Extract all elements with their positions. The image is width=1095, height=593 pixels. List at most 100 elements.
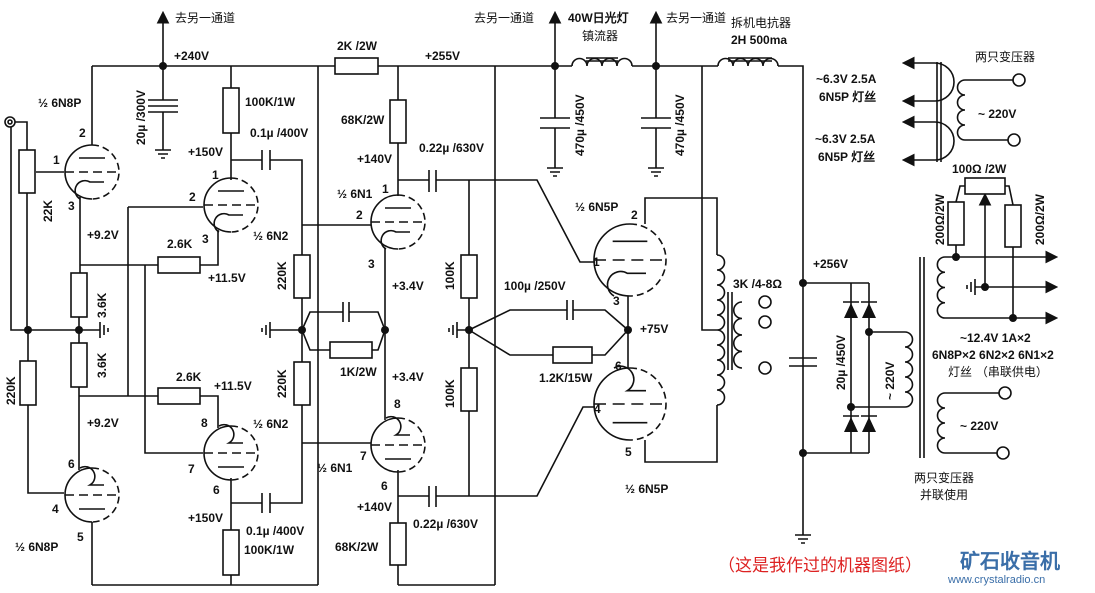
label-cap-01u: 0.1µ /400V	[250, 126, 308, 140]
pin-number: 1	[593, 255, 600, 269]
triode-tube	[370, 415, 426, 473]
ground-symbols	[99, 149, 976, 544]
label-heater-6n5p: 6N5P 灯丝	[818, 149, 875, 164]
label-heater-tubes: 6N8P×2 6N2×2 6N1×2	[932, 348, 1054, 362]
label-68k-2w: 68K/2W	[335, 540, 379, 554]
pin-numbers: 2 1 3 1 2 3 1 2 3 2 1 3 6 4 5 8 7 6 8 7 …	[52, 126, 638, 544]
label-ballast-2: 镇流器	[582, 29, 618, 43]
label-9-2v: +9.2V	[87, 228, 119, 242]
label-heater-63v: ~6.3V 2.5A	[815, 132, 876, 146]
tube-cathode	[385, 415, 410, 436]
tube-envelope-dashed	[91, 467, 120, 523]
label-output-transformer: 3K /4-8Ω	[733, 277, 782, 291]
resistor-68k-2w-b	[389, 522, 407, 566]
pin-number: 3	[68, 199, 75, 213]
label-100-ohm: 100Ω /2W	[952, 162, 1007, 176]
resistor-100k-1w-b	[222, 529, 240, 576]
resistor-3-6k	[70, 272, 88, 318]
capacitors	[148, 99, 817, 513]
label-to-other-channel: 去另一通道	[666, 11, 726, 25]
label-220v: ~ 220V	[960, 419, 998, 433]
heater-winding-6n5p	[934, 62, 955, 102]
label-22k: 22K	[41, 200, 55, 222]
tube-envelope-dashed	[230, 177, 259, 233]
tube-cathode	[218, 423, 243, 444]
pin-number: 3	[613, 294, 620, 308]
pot-100-ohm	[964, 177, 1006, 195]
resistor-220k	[293, 254, 311, 299]
pin-number: 7	[360, 449, 367, 463]
triode-tube	[593, 365, 667, 441]
label-220v-secondary: ~ 220V	[883, 362, 897, 400]
label-cap-022u: 0.22µ /630V	[419, 141, 484, 155]
label-100k-1w: 100K/1W	[244, 543, 295, 557]
watermark-brand: 矿石收音机	[960, 549, 1060, 573]
pin-number: 2	[631, 208, 638, 222]
resistor-68k-2w	[389, 99, 407, 144]
label-220k: 220K	[275, 369, 289, 398]
label-200-ohm: 200Ω/2W	[933, 193, 947, 245]
label-cap-470u: 470µ /450V	[573, 94, 587, 156]
watermark-url: www.crystalradio.cn	[947, 574, 1045, 586]
pin-number: 1	[212, 168, 219, 182]
triode-tube	[593, 223, 667, 297]
tube-envelope-dashed	[397, 417, 426, 473]
author-note: （这是我作过的机器图纸）	[718, 556, 922, 576]
pin-number: 4	[594, 402, 601, 416]
label-1k-2w: 1K/2W	[340, 365, 377, 379]
pin-number: 3	[368, 257, 375, 271]
label-75v: +75V	[640, 322, 668, 336]
label-heater-63v: ~6.3V 2.5A	[816, 72, 877, 86]
resistor-1k-2w	[329, 341, 373, 359]
label-to-other-channel: 去另一通道	[474, 11, 534, 25]
resistor-3-6k-b	[70, 342, 88, 388]
label-2-6k: 2.6K	[167, 237, 193, 251]
resistor-200-ohm-b	[1004, 204, 1022, 248]
tube-envelope-dashed	[397, 194, 426, 250]
label-tube-6n8p: ½ 6N8P	[38, 96, 81, 110]
label-150v: +150V	[188, 145, 223, 159]
label-9-2v: +9.2V	[87, 416, 119, 430]
pin-number: 6	[381, 479, 388, 493]
labels: 去另一通道 去另一通道 去另一通道 +240V 20µ /300V ½ 6N8P…	[4, 10, 1054, 557]
pin-number: 2	[356, 208, 363, 222]
label-tube-6n2: ½ 6N2	[253, 229, 289, 243]
pin-number: 5	[625, 445, 632, 459]
tube-cathode	[380, 229, 410, 250]
pin-number: 4	[52, 502, 59, 516]
pin-number: 7	[188, 462, 195, 476]
label-3-4v: +3.4V	[392, 279, 424, 293]
label-220k: 220K	[275, 261, 289, 290]
label-11-5v: +11.5V	[214, 379, 252, 393]
tube-envelope-dashed	[629, 223, 667, 297]
resistor-2-6k	[157, 256, 201, 274]
label-heater-6n5p: 6N5P 灯丝	[819, 89, 876, 104]
pin-number: 6	[68, 457, 75, 471]
pot-22k	[18, 149, 36, 194]
label-cap-470u: 470µ /450V	[673, 94, 687, 156]
label-150v: +150V	[188, 511, 223, 525]
label-140v: +140V	[357, 500, 392, 514]
hv-secondary-winding	[904, 331, 914, 408]
mains-primary-winding	[956, 79, 966, 141]
label-240v: +240V	[174, 49, 209, 63]
choke-inductor	[717, 57, 779, 67]
terminals	[4, 73, 1026, 460]
triode-tube	[203, 423, 259, 481]
heater-winding-12v	[936, 256, 946, 319]
label-two-transformers: 两只变压器	[914, 470, 974, 485]
junction-dots	[24, 62, 1017, 457]
label-140v: +140V	[357, 152, 392, 166]
label-tube-6n5p: ½ 6N5P	[575, 200, 618, 214]
label-cap-01u: 0.1µ /400V	[246, 524, 304, 538]
output-secondary-winding	[733, 301, 743, 369]
label-100k-1w: 100K/1W	[245, 95, 296, 109]
pin-number: 5	[77, 530, 84, 544]
resistor-200-ohm	[947, 201, 965, 246]
resistor-2-6k-b	[157, 387, 201, 405]
label-3-6k: 3.6K	[95, 292, 109, 318]
resistor-100k	[460, 254, 478, 299]
label-cap-100u: 100µ /250V	[504, 279, 566, 293]
tube-cathode	[613, 365, 646, 392]
